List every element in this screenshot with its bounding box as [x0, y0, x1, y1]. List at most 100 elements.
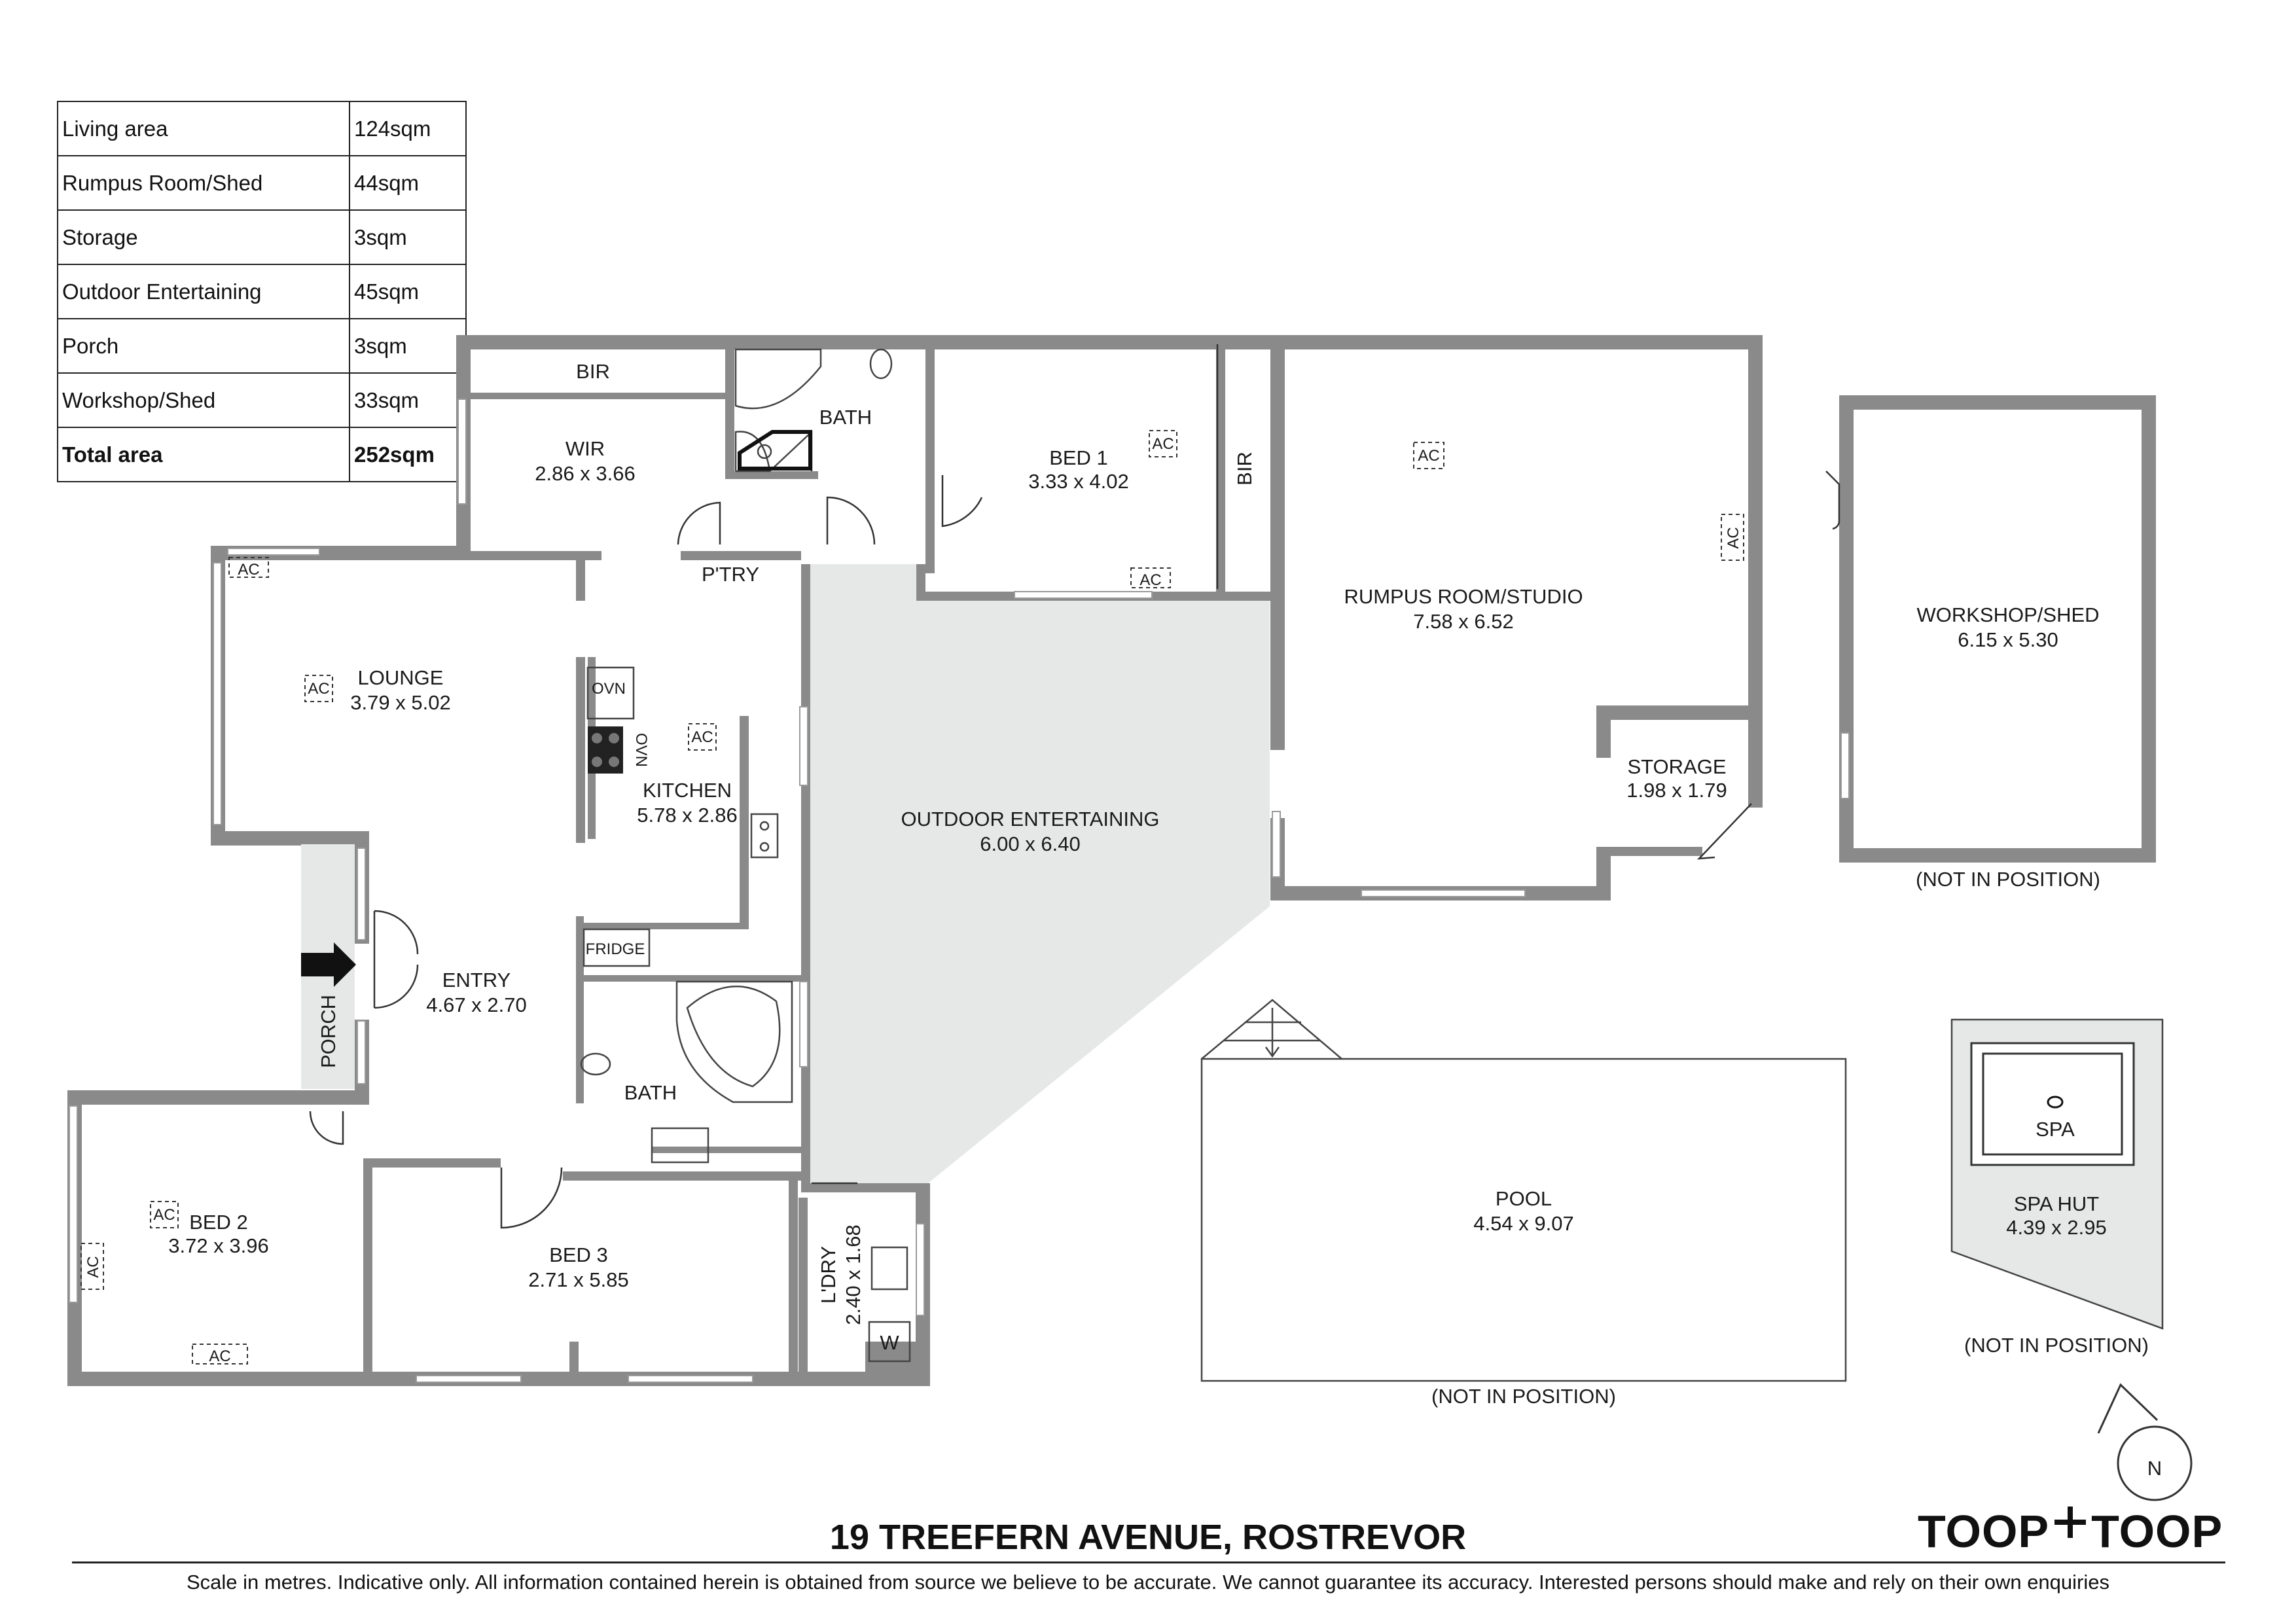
area-label: Storage	[57, 209, 350, 265]
cooktop-icon	[588, 726, 623, 774]
washer-outline	[868, 1321, 911, 1363]
vanity-basin-icon	[651, 1127, 709, 1164]
room-name-bir-side: BIR	[1233, 452, 1256, 486]
pool-steps-icon	[1201, 999, 1342, 1060]
ac-label: AC	[238, 561, 259, 579]
north-arrow-icon: N	[2097, 1383, 2193, 1501]
room-name-bed3: BED 3	[549, 1243, 608, 1266]
room-name-storage: STORAGE	[1627, 755, 1726, 778]
area-label: Porch	[57, 318, 350, 374]
spa-hut-not-in-position: (NOT IN POSITION)	[1964, 1334, 2149, 1357]
room-name-porch: PORCH	[317, 995, 340, 1068]
room-name-rumpus: RUMPUS ROOM/STUDIO	[1344, 585, 1583, 608]
ac-markers: AC AC AC AC AC AC AC AC AC AC	[81, 430, 1744, 1365]
area-value: 3sqm	[349, 318, 467, 374]
ac-label: AC	[84, 1256, 102, 1277]
room-dims-bed3: 2.71 x 5.85	[528, 1268, 628, 1291]
room-name-laundry: L'DRY	[817, 1246, 840, 1304]
total-area-value: 252sqm	[349, 427, 467, 482]
fridge-outline	[583, 928, 651, 967]
room-name-lounge: LOUNGE	[358, 666, 444, 689]
room-labels: BIR WIR 2.86 x 3.66 BATH BED 1 3.33 x 4.…	[168, 360, 2149, 1408]
room-dims-wir: 2.86 x 3.66	[535, 462, 635, 485]
rumpus-room-walls	[1270, 335, 1763, 901]
room-name-bath-top: BATH	[819, 406, 872, 429]
agency-logo: TOOP TOOP	[1918, 1505, 2223, 1558]
area-value: 3sqm	[349, 209, 467, 265]
area-value: 33sqm	[349, 372, 467, 428]
windows	[69, 399, 1850, 1383]
logo-left-word: TOOP	[1918, 1506, 2050, 1557]
spa-inner	[1982, 1052, 2123, 1156]
corner-basin-icon	[734, 348, 822, 410]
total-area-label: Total area	[57, 427, 350, 482]
outdoor-entertaining-area	[801, 564, 1270, 1183]
room-name-kitchen: KITCHEN	[643, 779, 732, 802]
room-dims-workshop: 6.15 x 5.30	[1958, 628, 2058, 651]
oven-label: OVN	[592, 680, 626, 698]
room-name-outdoor: OUTDOOR ENTERTAINING	[901, 808, 1160, 830]
fridge-label: FRIDGE	[586, 940, 645, 958]
entry-arrow-icon	[301, 942, 356, 987]
room-dims-bed2: 3.72 x 3.96	[168, 1234, 268, 1257]
room-name-spa-hut: SPA HUT	[2014, 1192, 2099, 1215]
room-dims-pool: 4.54 x 9.07	[1473, 1212, 1573, 1235]
ac-label: AC	[1139, 571, 1161, 589]
room-dims-spa-hut: 4.39 x 2.95	[2006, 1216, 2106, 1239]
pool-outline	[1200, 1058, 1847, 1382]
logo-right-word: TOOP	[2091, 1506, 2223, 1557]
toilet-icon	[580, 348, 893, 1076]
room-dims-lounge: 3.79 x 5.02	[350, 691, 450, 714]
room-dims-laundry: 2.40 x 1.68	[842, 1224, 865, 1325]
property-address: 19 TREEFERN AVENUE, ROSTREVOR	[829, 1518, 1467, 1557]
room-name-bir-top: BIR	[576, 360, 610, 383]
workshop-not-in-position: (NOT IN POSITION)	[1916, 868, 2100, 891]
area-value: 44sqm	[349, 155, 467, 211]
room-dims-rumpus: 7.58 x 6.52	[1413, 610, 1513, 633]
room-dims-kitchen: 5.78 x 2.86	[637, 804, 737, 827]
ac-label: AC	[209, 1347, 230, 1365]
footer-divider	[72, 1561, 2225, 1563]
ac-label: AC	[153, 1206, 175, 1224]
pool-not-in-position: (NOT IN POSITION)	[1431, 1385, 1616, 1408]
room-dims-storage: 1.98 x 1.79	[1626, 779, 1727, 802]
spa-outline	[1970, 1042, 2135, 1166]
oven-label-side: OVN	[632, 733, 650, 767]
area-label: Workshop/Shed	[57, 372, 350, 428]
room-dims-outdoor: 6.00 x 6.40	[980, 832, 1080, 855]
room-name-bed2: BED 2	[189, 1211, 248, 1234]
disclaimer-text: Scale in metres. Indicative only. All in…	[186, 1571, 2109, 1594]
kitchen-sink-icon	[750, 813, 779, 859]
door-swings	[309, 344, 1840, 1229]
room-name-wir: WIR	[565, 437, 605, 460]
area-value: 124sqm	[349, 101, 467, 156]
area-label: Living area	[57, 101, 350, 156]
spa-jet-icon	[2047, 1096, 2064, 1109]
room-dims-entry: 4.67 x 2.70	[426, 993, 526, 1016]
ac-label: AC	[308, 680, 329, 698]
oven-outline	[586, 666, 635, 720]
ac-label: AC	[1725, 527, 1742, 548]
room-name-bed1: BED 1	[1049, 446, 1108, 469]
shower-icon	[734, 430, 813, 473]
area-label: Rumpus Room/Shed	[57, 155, 350, 211]
room-name-pool: POOL	[1496, 1187, 1552, 1210]
room-name-pantry: P'TRY	[702, 563, 759, 586]
laundry-tub-icon	[870, 1246, 908, 1291]
room-dims-bed1: 3.33 x 4.02	[1028, 470, 1128, 493]
room-name-bath-mid: BATH	[624, 1081, 677, 1104]
room-name-workshop: WORKSHOP/SHED	[1916, 603, 2099, 626]
room-name-entry: ENTRY	[442, 969, 511, 991]
ac-label: AC	[1418, 447, 1439, 465]
area-value: 45sqm	[349, 264, 467, 319]
north-letter: N	[2147, 1457, 2162, 1480]
corner-bath-icon	[675, 980, 793, 1103]
